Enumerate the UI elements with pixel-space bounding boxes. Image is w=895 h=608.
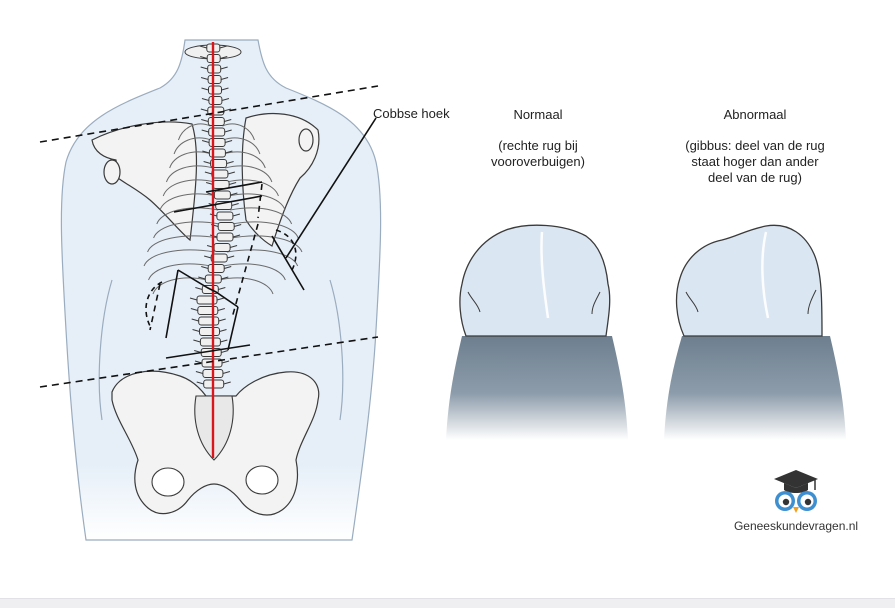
vertebra — [200, 328, 220, 336]
vertebra — [208, 265, 224, 273]
vertebra — [200, 338, 220, 346]
abnormal-back-skin — [677, 225, 822, 336]
abnormal-back-illustration — [664, 225, 846, 440]
cobb-angle-label: Cobbse hoek — [373, 106, 450, 122]
abnormal-shirt — [664, 336, 846, 440]
vertebra — [213, 181, 229, 189]
vertebra — [209, 149, 225, 157]
vertebra — [209, 97, 222, 105]
vertebra — [209, 139, 225, 147]
vertebra — [208, 76, 221, 84]
normal-title: Normaal — [490, 107, 586, 123]
vertebra — [198, 307, 218, 315]
vertebra — [199, 317, 219, 325]
vertebra — [217, 212, 233, 220]
abnormal-desc-line-3: deel van de rug) — [670, 170, 840, 186]
normal-back-illustration — [446, 225, 628, 440]
normal-shirt — [446, 336, 628, 440]
vertebra — [209, 128, 225, 136]
abnormal-desc-line-2: staat hoger dan ander — [670, 154, 840, 170]
abnormal-title: Abnormaal — [700, 107, 810, 123]
normal-desc-line-1: (rechte rug bij — [470, 138, 606, 154]
vertebra — [209, 86, 222, 94]
vertebra — [208, 118, 224, 126]
normal-desc-line-2: vooroverbuigen) — [470, 154, 606, 170]
brand-name: Geneeskundevragen.nl — [728, 518, 864, 534]
vertebra — [212, 170, 228, 178]
vertebra — [218, 223, 234, 231]
vertebra — [217, 233, 233, 241]
graduation-owl-icon — [774, 470, 818, 513]
normal-back-skin — [460, 225, 610, 336]
vertebra — [214, 244, 230, 252]
abnormal-desc-line-1: (gibbus: deel van de rug — [670, 138, 840, 154]
vertebra — [214, 191, 230, 199]
